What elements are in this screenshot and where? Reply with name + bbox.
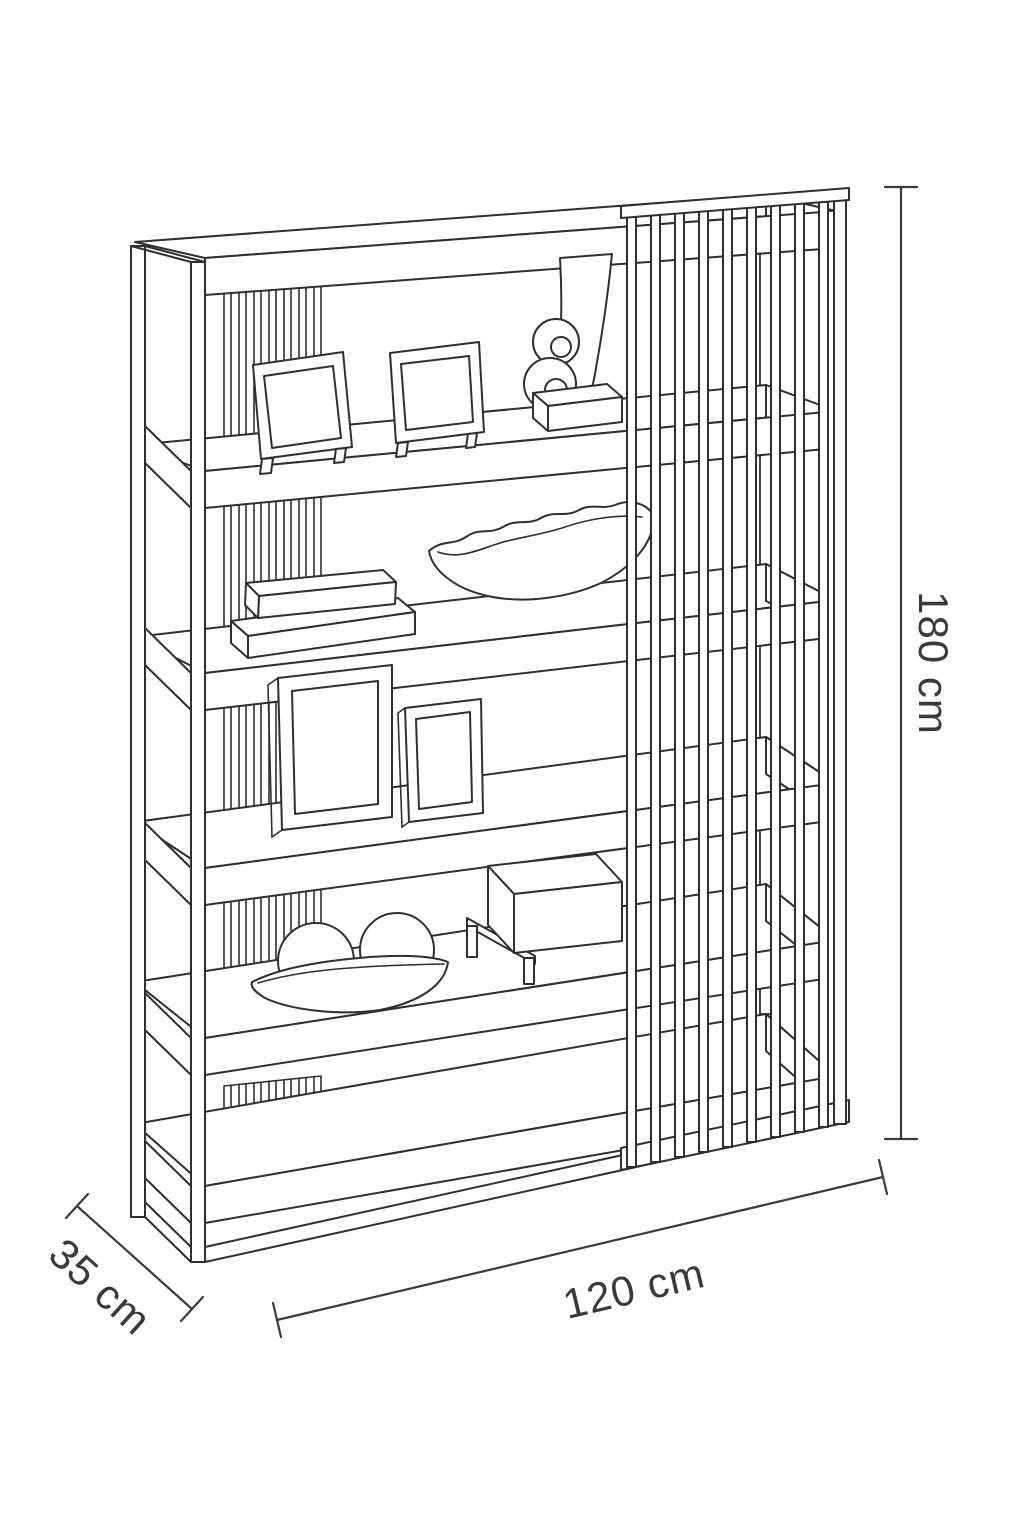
dimension-line-height xyxy=(883,185,919,1141)
dimension-line-width xyxy=(271,1158,889,1339)
screen-slat xyxy=(674,212,685,1158)
dimension-line-depth xyxy=(64,1192,205,1323)
screen-slat xyxy=(626,216,637,1168)
stand-leg xyxy=(466,925,478,958)
decor-box-on-stand xyxy=(466,853,623,985)
decor-small-standing-frame xyxy=(397,698,484,829)
dish-inner-rim xyxy=(257,963,445,984)
decor-picture-frame-left xyxy=(252,351,353,475)
screen-top-rail xyxy=(620,187,850,219)
dimension-depth: 35 cm xyxy=(40,1192,205,1344)
dimension-label-width: 120 cm xyxy=(559,1249,710,1328)
left-rear-post xyxy=(130,245,146,1218)
left-side-frame xyxy=(130,245,206,1263)
screen-slat xyxy=(794,202,805,1133)
sculpture-base-side xyxy=(532,392,549,432)
frame-foot xyxy=(333,447,347,464)
back-slats-section-1 xyxy=(223,266,322,442)
screen-corner-post xyxy=(833,199,847,1125)
decor-dish-with-spheres xyxy=(250,912,449,1014)
frame-foot xyxy=(259,457,274,475)
left-front-post xyxy=(190,261,206,1263)
box-front xyxy=(513,881,623,954)
screen-slat xyxy=(746,206,757,1143)
dimension-label-depth: 35 cm xyxy=(40,1229,160,1344)
decor-books xyxy=(230,569,416,659)
screen-slat xyxy=(698,210,709,1153)
decor-large-standing-frame xyxy=(267,664,393,839)
decor-picture-frame-right xyxy=(389,341,485,458)
slat-screen xyxy=(620,187,850,1171)
decor-sculpture xyxy=(523,253,623,432)
bowl-inner-rim xyxy=(437,515,643,556)
dish xyxy=(250,954,449,1014)
screen-slat xyxy=(650,214,661,1163)
frame-foot xyxy=(465,432,478,449)
dimension-height: 180 cm xyxy=(883,185,957,1141)
box-side xyxy=(487,865,515,954)
frame-foot xyxy=(395,441,409,458)
side-rail xyxy=(144,425,192,509)
decor-wavy-bowl xyxy=(428,501,654,601)
back-slats-section-2 xyxy=(223,475,322,645)
screen-slat xyxy=(722,208,733,1148)
side-top-cap xyxy=(130,245,206,263)
screen-slat xyxy=(770,204,781,1138)
screen-slat xyxy=(818,201,829,1128)
stand-leg xyxy=(523,957,535,985)
dimension-label-height: 180 cm xyxy=(910,591,957,735)
